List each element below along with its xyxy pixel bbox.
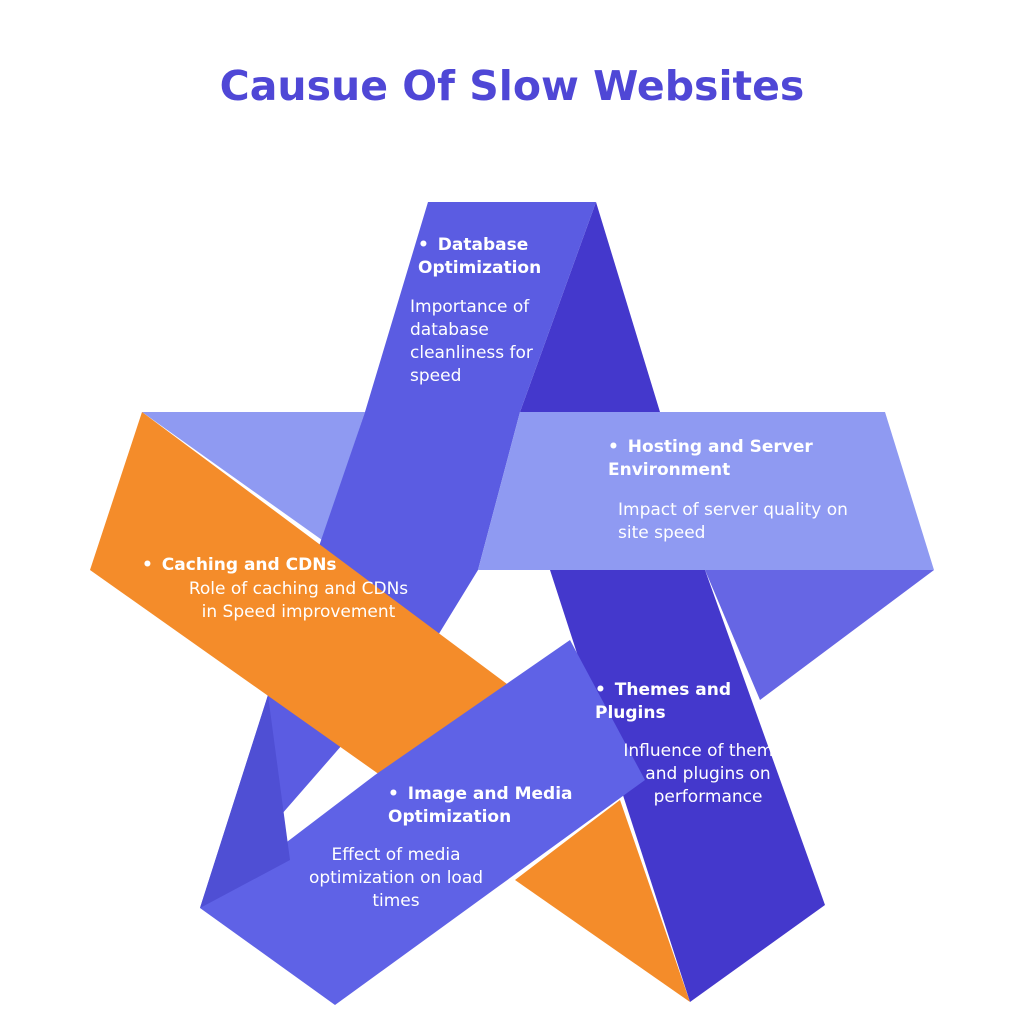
bullet-icon: • xyxy=(142,555,153,575)
item-themes-plugins: • Themes and Plugins Influence of themes… xyxy=(595,679,805,809)
item-description: Impact of server quality on site speed xyxy=(618,500,848,543)
bullet-icon: • xyxy=(388,784,399,804)
item-heading: Caching and CDNs xyxy=(161,555,337,575)
bullet-icon: • xyxy=(608,437,619,457)
bullet-icon: • xyxy=(595,680,606,700)
band-hosting xyxy=(478,412,934,570)
item-heading: Image and Media Optimization xyxy=(388,784,573,827)
item-description: Influence of themes and plugins on perfo… xyxy=(623,741,793,807)
band-themes xyxy=(550,570,825,1002)
item-description: Effect of media optimization on load tim… xyxy=(308,845,484,911)
item-heading: Database Optimization xyxy=(418,235,542,278)
item-description: Role of caching and CDNs in Speed improv… xyxy=(188,579,409,622)
band-left-light xyxy=(142,412,365,540)
item-image-media: • Image and Media Optimization Effect of… xyxy=(309,783,628,913)
item-database-optimization: • Database Optimization Importance of da… xyxy=(410,234,618,388)
band-caching xyxy=(90,412,515,775)
band-top-dark xyxy=(520,202,660,412)
item-heading: Hosting and Server Environment xyxy=(608,437,813,480)
band-right-tail xyxy=(705,570,934,700)
item-caching-cdns: • Caching and CDNs Role of caching and C… xyxy=(142,554,412,624)
item-description: Importance of database cleanliness for s… xyxy=(410,297,533,386)
page-title: Causue Of Slow Websites xyxy=(219,62,805,110)
item-heading: Themes and Plugins xyxy=(595,680,732,723)
band-image xyxy=(200,640,645,1005)
item-hosting-server: • Hosting and Server Environment Impact … xyxy=(608,436,868,545)
band-orange-lower xyxy=(515,800,690,1002)
bullet-icon: • xyxy=(418,235,429,255)
band-left-wedge xyxy=(200,695,290,908)
